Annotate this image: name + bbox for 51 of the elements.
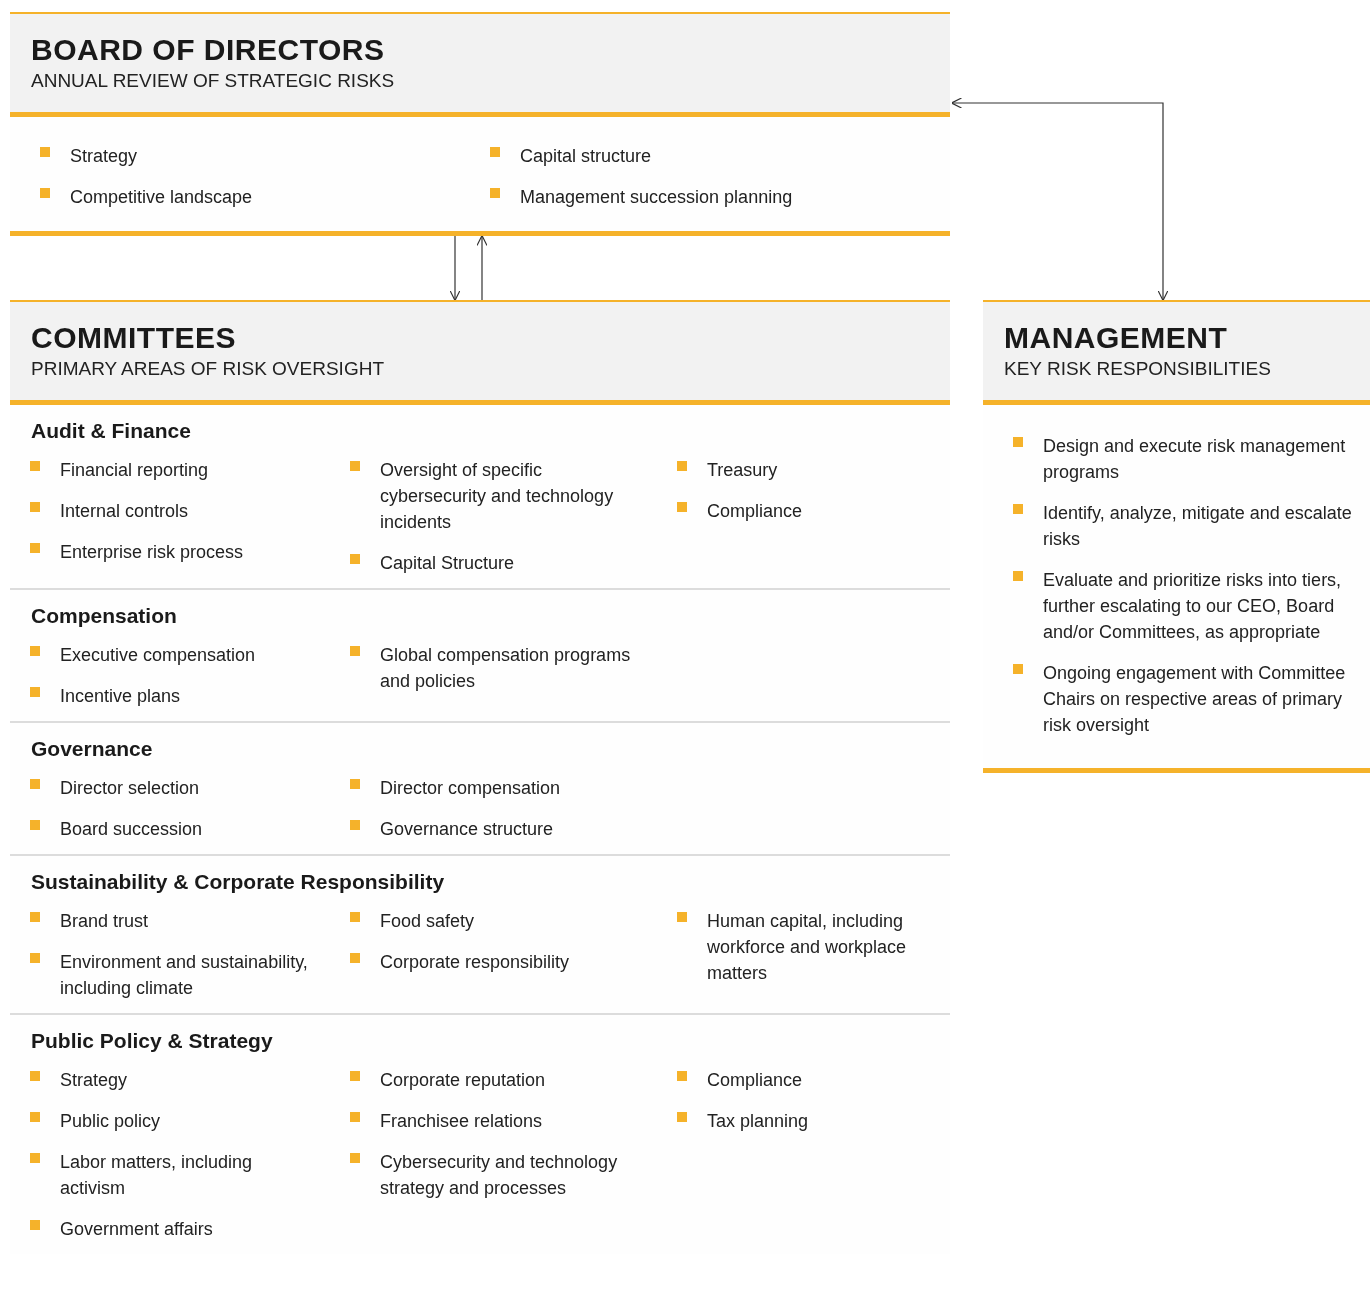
arrow (950, 97, 1169, 302)
list-item-text: Incentive plans (60, 685, 181, 708)
list-item-text: Cybersecurity and technology strategy and processes (380, 1151, 619, 1200)
list-item-text: Financial reporting (60, 459, 209, 482)
list-item-text: Environment and sustainability, including climate (60, 951, 309, 1000)
list-item-text: Board succession (60, 818, 203, 841)
list-item-text: Director compensation (380, 777, 561, 800)
panel-title: MANAGEMENT (1004, 320, 1229, 356)
list-item-text: Director selection (60, 777, 200, 800)
section-heading: Compensation (31, 603, 178, 629)
list-item-text: Food safety (380, 910, 475, 933)
list-item-text: Capital Structure (380, 552, 515, 575)
arrow (476, 234, 488, 301)
list-item-text: Executive compensation (60, 644, 256, 667)
list-item-text: Governance structure (380, 818, 554, 841)
panel-subtitle: PRIMARY AREAS OF RISK OVERSIGHT (31, 357, 385, 381)
section-heading: Governance (31, 736, 154, 762)
list-item-text: Strategy (70, 145, 138, 168)
list-item-text: Strategy (60, 1069, 128, 1092)
list-item-text: Ongoing engagement with Committee Chairs on respective areas of primary risk oversight (1043, 662, 1347, 737)
list-item-text: Enterprise risk process (60, 541, 244, 564)
list-item-text: Competitive landscape (70, 186, 253, 209)
panel-subtitle: ANNUAL REVIEW OF STRATEGIC RISKS (31, 69, 396, 93)
list-item-text: Internal controls (60, 500, 189, 523)
risk-panel (983, 300, 1370, 773)
list-item-text: Evaluate and prioritize risks into tiers, further escalating to our CEO, Board and/or Committees, as appropriate (1043, 569, 1343, 644)
panel-title: COMMITTEES (31, 320, 237, 356)
list-item-text: Public policy (60, 1110, 161, 1133)
list-item-text: Brand trust (60, 910, 149, 933)
list-item-text: Labor matters, including activism (60, 1151, 254, 1200)
panel-subtitle: KEY RISK RESPONSIBILITIES (1004, 357, 1272, 381)
list-item-text: Franchisee relations (380, 1110, 543, 1133)
list-item-text: Design and execute risk management programs (1043, 435, 1347, 484)
list-item-text: Tax planning (707, 1110, 809, 1133)
list-item-text: Global compensation programs and policies (380, 644, 632, 693)
list-item-text: Management succession planning (520, 186, 793, 209)
arrow (449, 235, 461, 302)
panel-title: BOARD OF DIRECTORS (31, 32, 386, 68)
list-item-text: Compliance (707, 1069, 803, 1092)
section-heading: Audit & Finance (31, 418, 192, 444)
section-heading: Sustainability & Corporate Responsibility (31, 869, 446, 895)
list-item-text: Oversight of specific cybersecurity and technology incidents (380, 459, 615, 534)
list-item-text: Government affairs (60, 1218, 213, 1241)
section-heading: Public Policy & Strategy (31, 1028, 274, 1054)
list-item-text: Corporate responsibility (380, 951, 570, 974)
list-item-text: Identify, analyze, mitigate and escalate risks (1043, 502, 1353, 551)
list-item-text: Treasury (707, 459, 778, 482)
list-item-text: Compliance (707, 500, 803, 523)
list-item-text: Corporate reputation (380, 1069, 546, 1092)
list-item-text: Human capital, including workforce and workplace matters (707, 910, 908, 985)
list-item-text: Capital structure (520, 145, 652, 168)
